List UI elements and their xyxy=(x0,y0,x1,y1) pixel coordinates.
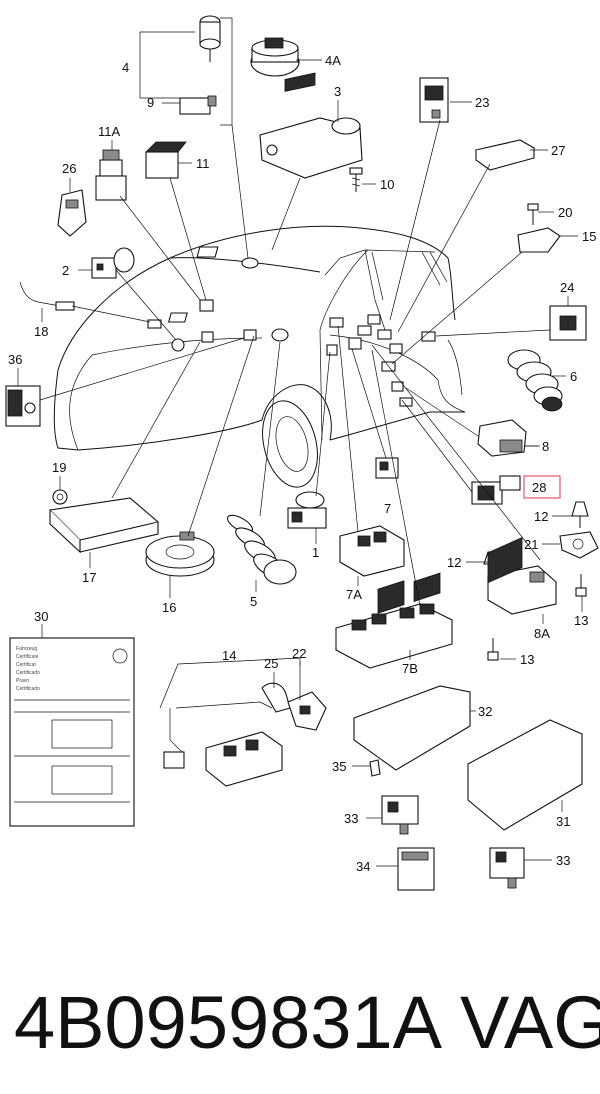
callout-labels: 4 4A 9 3 23 11A 11 27 26 10 20 15 2 24 1… xyxy=(8,53,596,874)
callout-6: 6 xyxy=(570,369,577,384)
callout-1: 1 xyxy=(312,545,319,560)
part-28-switch xyxy=(471,475,521,505)
part-8-sensor xyxy=(477,419,540,457)
part-15-clip xyxy=(517,227,561,253)
callout-4A: 4A xyxy=(325,53,341,68)
part-10-screw xyxy=(349,167,363,192)
callout-30: 30 xyxy=(34,609,48,624)
callout-33-left: 33 xyxy=(344,811,358,826)
exploded-parts-diagram: Fahrzeug Certificate Certificat Certific… xyxy=(5,15,599,891)
callout-32: 32 xyxy=(478,704,492,719)
svg-text:Fahrzeug: Fahrzeug xyxy=(16,646,37,652)
callout-8A: 8A xyxy=(534,626,550,641)
callout-16: 16 xyxy=(162,600,176,615)
part-number: 4B0959831A xyxy=(14,981,442,1064)
part-2-sensor xyxy=(91,247,135,279)
brand-name: VAG xyxy=(460,981,600,1064)
callout-31: 31 xyxy=(556,814,570,829)
part-5-boot xyxy=(226,514,297,585)
part-11A-relay xyxy=(95,149,127,201)
part-1-switch xyxy=(287,491,327,529)
part-21-bracket xyxy=(559,531,599,559)
callout-33-right: 33 xyxy=(556,853,570,868)
callout-12-right: 12 xyxy=(534,509,548,524)
callout-10: 10 xyxy=(380,177,394,192)
part-24-connector xyxy=(549,305,587,341)
callout-25: 25 xyxy=(264,656,278,671)
part-4A-housing xyxy=(250,37,300,77)
callout-18: 18 xyxy=(34,324,48,339)
part-27-cap xyxy=(474,139,536,171)
callout-5: 5 xyxy=(250,594,257,609)
callout-11: 11 xyxy=(196,156,210,171)
part-6-boot xyxy=(507,349,563,412)
svg-text:Certificado: Certificado xyxy=(16,670,40,676)
part-13-screw-left xyxy=(487,638,499,661)
leader-lines xyxy=(17,31,583,867)
callout-13-right: 13 xyxy=(574,613,588,628)
part-36-module xyxy=(5,385,41,427)
callout-2: 2 xyxy=(62,263,69,278)
callout-7A: 7A xyxy=(346,587,362,602)
callout-28: 28 xyxy=(532,480,546,495)
callout-26: 26 xyxy=(62,161,76,176)
part-23-switch xyxy=(419,77,449,123)
part-13-screw-right xyxy=(575,574,587,597)
part-7A-switch-block xyxy=(339,525,405,577)
callout-28-highlight xyxy=(523,475,561,499)
callout-22: 22 xyxy=(292,646,306,661)
svg-text:Pravo: Pravo xyxy=(16,678,29,684)
callout-8: 8 xyxy=(542,439,549,454)
callout-20: 20 xyxy=(558,205,572,220)
part-3-motor xyxy=(259,72,363,179)
callout-27: 27 xyxy=(551,143,565,158)
callout-12-left: 12 xyxy=(447,555,461,570)
part-30-label-card: Fahrzeug Certificate Certificat Certific… xyxy=(9,637,135,827)
part-7-connector xyxy=(375,457,399,479)
part-35-clip xyxy=(369,759,381,777)
part-33-switch-right xyxy=(489,847,525,889)
callout-21: 21 xyxy=(524,537,538,552)
part-8A-actuator xyxy=(487,565,557,615)
callout-7B: 7B xyxy=(402,661,418,676)
part-16-clockspring xyxy=(145,531,215,577)
callout-35: 35 xyxy=(332,759,346,774)
part-17-control-unit xyxy=(48,497,160,554)
part-19-nut xyxy=(52,489,68,505)
part-32-trim-panel xyxy=(353,572,471,771)
callout-15: 15 xyxy=(582,229,596,244)
part-34-module xyxy=(397,847,435,891)
part-33-switch-left xyxy=(381,795,419,835)
part-number-caption: 4B0959831A VAG xyxy=(14,968,600,1078)
part-9-connector xyxy=(179,95,217,115)
part-12-clip-right xyxy=(571,501,589,528)
callout-19: 19 xyxy=(52,460,66,475)
callout-24: 24 xyxy=(560,280,574,295)
callout-34: 34 xyxy=(356,859,370,874)
svg-text:Certificat: Certificat xyxy=(16,662,36,668)
callout-17: 17 xyxy=(82,570,96,585)
callout-7: 7 xyxy=(384,501,391,516)
callout-13-left: 13 xyxy=(520,652,534,667)
callout-36: 36 xyxy=(8,352,22,367)
part-11-relay xyxy=(145,141,187,179)
part-20-screw xyxy=(527,203,539,225)
part-7B-switch-panel xyxy=(335,603,453,669)
part-14-harness xyxy=(163,682,327,787)
callout-4: 4 xyxy=(122,60,129,75)
part-4-sensor xyxy=(199,15,233,126)
part-18-wire xyxy=(19,281,75,311)
part-31-trim-panel xyxy=(467,537,583,831)
svg-text:Certificate: Certificate xyxy=(16,654,39,660)
in-car-connector-markers xyxy=(147,246,436,407)
callout-9: 9 xyxy=(147,95,154,110)
callout-23: 23 xyxy=(475,95,489,110)
svg-text:Certificado: Certificado xyxy=(16,686,40,692)
callout-11A: 11A xyxy=(98,124,120,139)
callout-3: 3 xyxy=(334,84,341,99)
callout-14: 14 xyxy=(222,648,236,663)
part-26-bracket xyxy=(57,189,87,237)
